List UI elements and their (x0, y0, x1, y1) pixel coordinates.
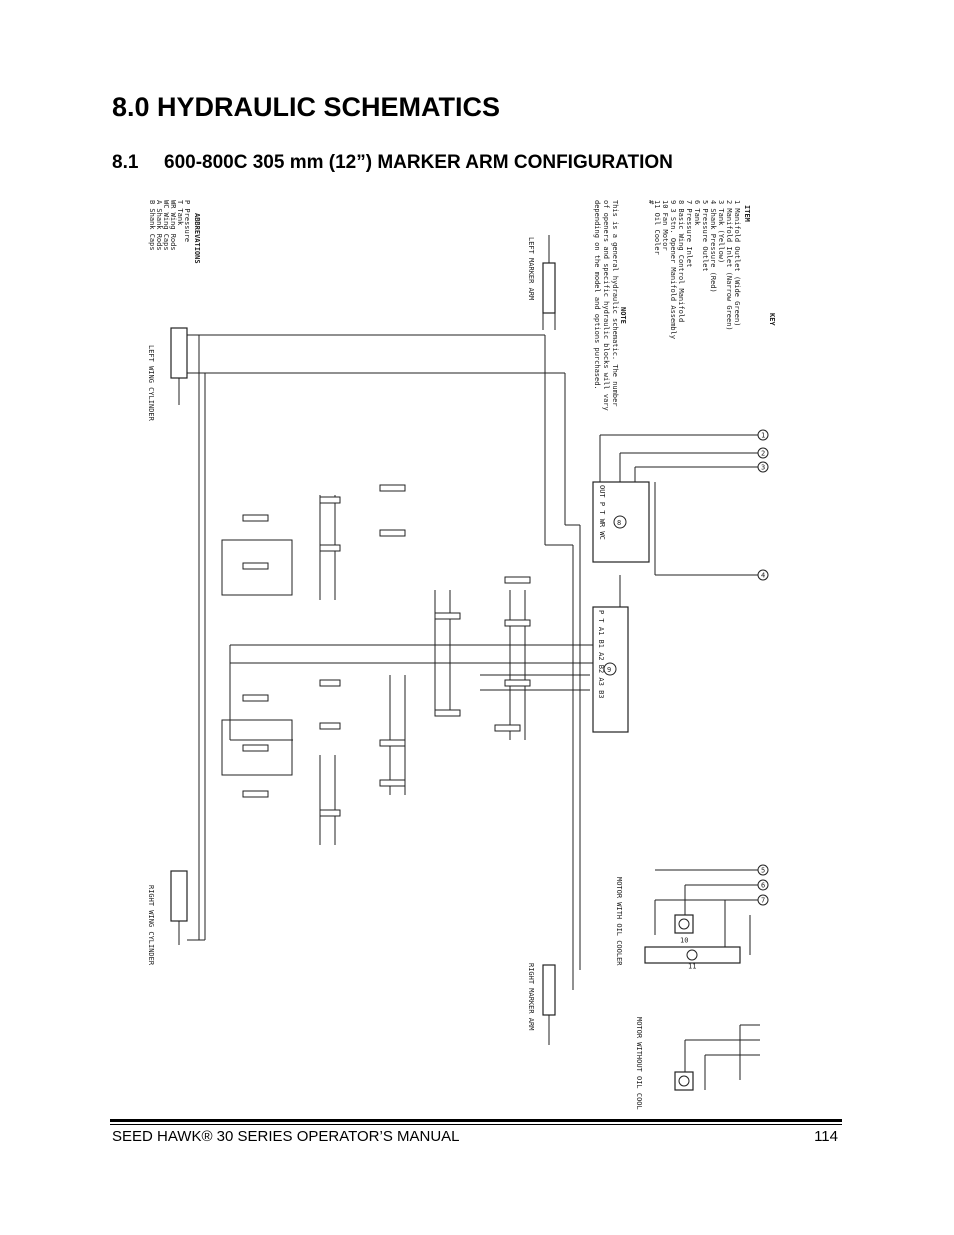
abbrev-item-2: T Tank (176, 200, 184, 226)
key-item-header: ITEM (743, 205, 751, 222)
note-title-group: NOTE (619, 307, 627, 324)
key-item-title: ITEM (743, 205, 751, 222)
opener-manifold: 9 (592, 606, 629, 733)
motor-with-oil-cooler (644, 869, 760, 964)
key-list: 1 Manifold Outlet (Wide Green)2 Manifold… (653, 200, 741, 339)
subsection-heading: 8.1 600-800C 305 mm (12”) MARKER ARM CONF… (112, 152, 673, 174)
key-item-10: 10 Fan Motor (661, 200, 669, 251)
abbrev-item-5: A Shank Rods (155, 200, 163, 251)
right-wing-cylinder (170, 870, 188, 945)
abbrev-item-1: P Pressure (183, 200, 191, 242)
supply-lines (599, 434, 760, 607)
subsection-number: 8.1 (112, 152, 139, 173)
key-item-1: 1 Manifold Outlet (Wide Green) (733, 200, 741, 326)
footer-rule-thick (110, 1119, 842, 1122)
motor-no-cooler-label: MOTOR WITHOUT OIL COOLER (635, 1017, 643, 1110)
callout-4: 4 (761, 572, 765, 580)
left-marker-label-group: LEFT MARKER ARM (527, 237, 535, 300)
wing-control-manifold: 8 (592, 481, 650, 563)
callout-6: 6 (761, 882, 765, 890)
footer-page-number: 114 (814, 1128, 838, 1145)
motor-no-cooler-label-group: MOTOR WITHOUT OIL COOLER (635, 1017, 643, 1110)
motor-cooler-label-group: MOTOR WITH OIL COOLER (615, 877, 623, 966)
callout-11: 11 (688, 963, 696, 971)
key-item-9: 9 3 Stn. Opener Manifold Assembly (669, 200, 677, 339)
abbrev-title-group: ABBREVATIONS (193, 213, 201, 264)
right-marker-label-group: RIGHT MARKER ARM (527, 963, 535, 1030)
left-marker-label: LEFT MARKER ARM (527, 237, 535, 300)
key-item-5: 5 Pressure Outlet (701, 200, 709, 272)
right-marker-label: RIGHT MARKER ARM (527, 963, 535, 1030)
callout-10: 10 (680, 937, 688, 945)
note-line-1: This is a general hydraulic schematic. T… (611, 200, 619, 407)
note-line-3: depending on the model and options purch… (593, 200, 601, 390)
key-item-8: 8 Basic Wing Control Manifold (677, 200, 685, 322)
key-title: KEY (768, 313, 776, 326)
abbrev-item-4: WC Wing Caps (162, 200, 170, 251)
key-item-3: 3 Tank (Yellow) (717, 200, 725, 263)
opener-manifold-ports-group: P T A1 B1 A2 B2 A3 B3 (597, 610, 605, 699)
callout-2: 2 (761, 450, 765, 458)
wing-manifold-ports-group: OUT P T WR WC (598, 485, 606, 540)
right-wing-label-group: RIGHT WING CYLINDER (147, 885, 155, 966)
shank-cylinders (221, 484, 531, 817)
right-marker-arm-cylinder (542, 964, 556, 1045)
key-num-header: # (647, 200, 655, 205)
hydraulic-lines (187, 334, 595, 990)
opener-manifold-ports: P T A1 B1 A2 B2 A3 B3 (597, 610, 605, 699)
callout-1: 1 (761, 432, 765, 440)
callouts: 1 2 3 4 5 6 7 10 11 (680, 429, 769, 971)
key-num-title: # (647, 200, 655, 205)
key-item-4: 4 Shank Pressure (Red) (709, 200, 717, 293)
callout-9: 9 (607, 666, 611, 674)
key-item-2: 2 Manifold Inlet (Narrow Green) (725, 200, 733, 331)
key-block: KEY (768, 313, 776, 326)
note-title: NOTE (619, 307, 627, 324)
callout-5: 5 (761, 867, 765, 875)
right-wing-label: RIGHT WING CYLINDER (147, 885, 155, 966)
left-wing-label: LEFT WING CYLINDER (147, 345, 155, 422)
schematic-svg: KEY ITEM # 1 Manifold Outlet (Wide Green… (147, 200, 776, 1110)
abbrev-title: ABBREVATIONS (193, 213, 201, 264)
footer-manual-title: SEED HAWK® 30 SERIES OPERATOR’S MANUAL (112, 1128, 460, 1145)
subsection-title: 600-800C 305 mm (12”) MARKER ARM CONFIGU… (164, 152, 673, 173)
key-item-6: 6 Tank (693, 200, 701, 226)
key-item-7: 7 Pressure Inlet (685, 200, 693, 267)
wing-manifold-ports: OUT P T WR WC (598, 485, 606, 540)
abbrev-item-6: B Shank Caps (148, 200, 156, 251)
motor-cooler-label: MOTOR WITH OIL COOLER (615, 877, 623, 966)
motor-without-oil-cooler (674, 1024, 760, 1091)
callout-8: 8 (617, 519, 621, 527)
note-line-2: of openers and specific hydraulic blocks… (602, 200, 610, 411)
callout-3: 3 (761, 464, 765, 472)
callout-7: 7 (761, 897, 765, 905)
note-list: This is a general hydraulic schematic. T… (593, 200, 619, 411)
left-wing-label-group: LEFT WING CYLINDER (147, 345, 155, 422)
key-item-11: 11 Oil Cooler (653, 200, 661, 255)
left-wing-cylinder (170, 327, 188, 405)
section-heading: 8.0 HYDRAULIC SCHEMATICS (112, 92, 501, 122)
abbrev-item-3: WR Wing Rods (169, 200, 177, 251)
left-marker-arm-cylinder (542, 235, 556, 330)
footer-rule-thin (110, 1124, 842, 1125)
hydraulic-schematic-figure: KEY ITEM # 1 Manifold Outlet (Wide Green… (125, 195, 785, 1110)
